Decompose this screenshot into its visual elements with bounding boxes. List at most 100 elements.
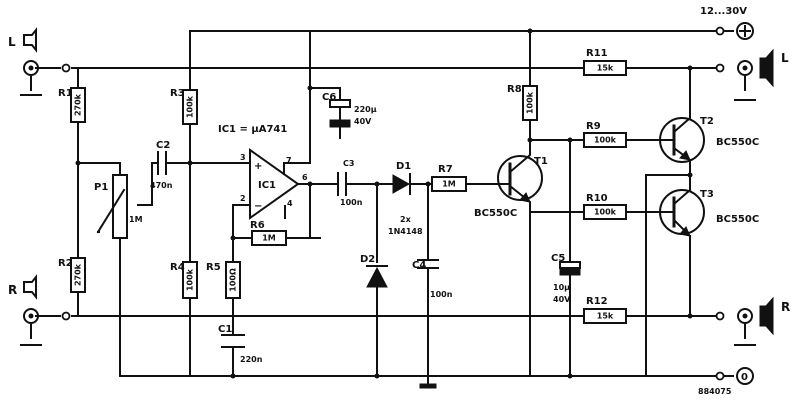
capacitor-c1 [221, 334, 245, 348]
c1-value: 220n [240, 355, 263, 364]
r5-value: 100Ω [229, 268, 238, 292]
c5-voltage: 40V [553, 295, 571, 304]
c5-value: 10μ [553, 283, 570, 292]
output-r-connector [734, 296, 774, 346]
r3-label: R3 [170, 88, 185, 99]
junctions [75, 28, 693, 379]
c6-label: C6 [322, 92, 336, 103]
transistor-t3 [659, 188, 705, 238]
pin-2-label: 3 [240, 153, 246, 162]
drawing-id: 884075 [698, 387, 732, 396]
t1-label: T1 [534, 156, 548, 167]
r1-label: R1 [58, 88, 73, 99]
r8-value: 100k [526, 91, 535, 114]
r7-label: R7 [438, 164, 453, 175]
capacitor-c4 [417, 259, 439, 269]
c2-label: C2 [156, 140, 170, 151]
svg-text:−: − [254, 201, 262, 212]
pin-7-label: 7 [286, 156, 292, 165]
diodes-count: 2x [400, 215, 412, 224]
supply-terminal [736, 22, 754, 40]
r5-label: R5 [206, 262, 221, 273]
r10-label: R10 [586, 193, 608, 204]
output-l-label: L [781, 51, 789, 65]
diode-d2 [366, 265, 388, 288]
d1-label: D1 [396, 161, 411, 172]
diode-d1 [392, 173, 411, 195]
resistor-r9 [583, 132, 627, 148]
input-r-label: R [8, 283, 17, 297]
transistor-t2 [659, 111, 705, 163]
c4-label: C4 [412, 260, 426, 271]
r4-label: R4 [170, 262, 185, 273]
c1-label: C1 [218, 324, 232, 335]
resistor-r7 [431, 176, 467, 192]
r6-label: R6 [250, 220, 265, 231]
ic1-label: IC1 [258, 180, 276, 191]
r2-label: R2 [58, 258, 73, 269]
d2-label: D2 [360, 254, 375, 265]
resistor-r11 [583, 60, 627, 76]
capacitor-c5 [559, 261, 581, 276]
input-r-connector [20, 274, 42, 346]
p1-value: 1M [129, 215, 143, 224]
c5-label: C5 [551, 253, 565, 264]
resistor-r10 [583, 204, 627, 220]
pin-3-label: 2 [240, 194, 246, 203]
wires [35, 30, 734, 377]
p1-label: P1 [94, 182, 108, 193]
pin-4-label: 4 [287, 199, 293, 208]
ground-terminal [736, 367, 754, 385]
c4-value: 100n [430, 290, 453, 299]
potentiometer-p1 [96, 174, 128, 239]
ic1-definition: IC1 = μA741 [218, 124, 287, 135]
r3-value: 100k [186, 95, 195, 118]
resistor-r12 [583, 308, 627, 324]
c2-value: 470n [150, 181, 173, 190]
ground-node-label: 0 [741, 372, 748, 383]
opamp-ic1: + − [249, 148, 300, 220]
c6-value: 220μ [354, 105, 377, 114]
c3-label: C3 [343, 159, 354, 168]
t1-type: BC550C [474, 208, 517, 219]
r11-label: R11 [586, 48, 608, 59]
resistor-r4 [182, 261, 198, 299]
output-r-label: R [781, 300, 790, 314]
r7-value: 1M [442, 180, 456, 189]
resistor-r2 [70, 257, 86, 293]
input-l-label: L [8, 35, 16, 49]
output-l-connector [734, 48, 774, 101]
r9-value: 100k [594, 136, 617, 145]
supply-label: 12...30V [700, 6, 747, 17]
r6-value: 1M [262, 234, 276, 243]
r10-value: 100k [594, 208, 617, 217]
resistor-r8 [522, 85, 538, 121]
r8-label: R8 [507, 84, 522, 95]
c6-voltage: 40V [354, 117, 372, 126]
ground-symbol [419, 375, 437, 389]
r12-value: 15k [597, 312, 614, 321]
input-l-connector [20, 27, 42, 96]
r1-value: 270k [74, 93, 83, 116]
r2-value: 270k [74, 263, 83, 286]
capacitor-c2 [157, 151, 167, 175]
t3-label: T3 [700, 189, 714, 200]
capacitor-c3 [337, 172, 347, 196]
r12-label: R12 [586, 296, 608, 307]
transistor-t1 [497, 151, 543, 206]
diode-type: 1N4148 [388, 227, 423, 236]
t2-label: T2 [700, 116, 714, 127]
svg-text:+: + [254, 161, 262, 172]
r4-value: 100k [186, 268, 195, 291]
r11-value: 15k [597, 64, 614, 73]
c3-value: 100n [340, 198, 363, 207]
resistor-r6 [251, 230, 287, 246]
text-labels: 12...30V L R L R R1 270k R2 270k R3 100k… [8, 6, 790, 396]
open-terminals [61, 26, 725, 381]
t2-type: BC550C [716, 137, 759, 148]
r9-label: R9 [586, 121, 601, 132]
resistor-r5 [225, 261, 241, 299]
resistor-r3 [182, 89, 198, 125]
